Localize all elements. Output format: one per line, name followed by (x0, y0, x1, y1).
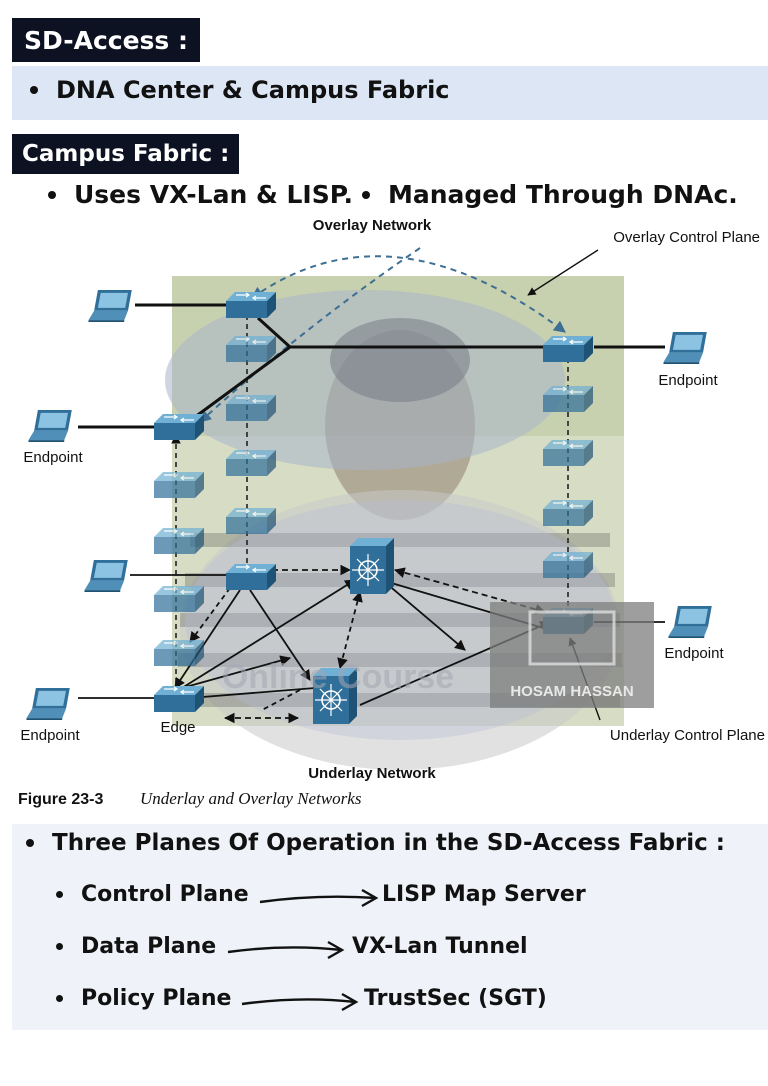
switch-icon (226, 292, 276, 318)
bullet-dot (30, 86, 38, 94)
switch-icon (154, 640, 204, 666)
switch-icon (154, 472, 204, 498)
arrow-icon (241, 992, 359, 1012)
bullet-dot (56, 891, 63, 898)
plane-target-data: VX-Lan Tunnel (352, 934, 528, 959)
planes-title-text: Three Planes Of Operation in the SD-Acce… (52, 830, 725, 856)
label-underlay-network: Underlay Network (308, 765, 436, 782)
header-bullet: DNA Center & Campus Fabric (30, 76, 450, 104)
switch-icon (226, 395, 276, 421)
laptop-icon (84, 560, 128, 592)
watermark-logo: HOSAM HASSAN (490, 602, 654, 708)
switch-icon (226, 450, 276, 476)
bullet-dot (362, 190, 370, 199)
bullet-dot (26, 839, 34, 847)
laptop-icon (663, 332, 707, 364)
plane-target-policy: TrustSec (SGT) (364, 986, 547, 1011)
switch-icon (226, 564, 276, 590)
plane-target-control: LISP Map Server (382, 882, 586, 907)
plane-row-policy: Policy Plane (56, 986, 231, 1011)
overlay-links (78, 303, 665, 429)
switch-icon (543, 336, 593, 362)
switch-icon (543, 386, 593, 412)
label-endpoint: Endpoint (664, 645, 724, 662)
label-endpoint: Endpoint (23, 449, 83, 466)
arrow-icon (259, 888, 379, 908)
plane-row-data: Data Plane (56, 934, 216, 959)
bullet-dot (56, 943, 63, 950)
bullet-dot (56, 995, 63, 1002)
label-endpoint: Endpoint (658, 372, 718, 389)
arrow-icon (227, 940, 345, 960)
watermark-brand: HOSAM HASSAN (510, 683, 633, 700)
header-band (12, 66, 768, 120)
label-underlay-control-plane: Underlay Control Plane (610, 727, 765, 744)
plane-name: Policy Plane (81, 986, 232, 1011)
bullet-text: DNA Center & Campus Fabric (56, 76, 450, 104)
plane-name: Data Plane (81, 934, 217, 959)
label-overlay-network: Overlay Network (313, 217, 432, 234)
bullet-dot (48, 190, 56, 199)
section-title-sd-access: SD-Access : (12, 18, 201, 62)
switch-icon (226, 336, 276, 362)
laptop-icon (28, 410, 72, 442)
switch-icon (543, 552, 593, 578)
overlay-tunnels (199, 247, 566, 423)
figure-number: Figure 23-3 (18, 791, 103, 808)
switch-icon (154, 528, 204, 554)
overlay-ellipse (165, 290, 565, 470)
bullet-text: Uses VX-Lan & LISP. (74, 180, 353, 209)
label-edge: Edge (160, 719, 195, 736)
bullet-text: Managed Through DNAc. (388, 180, 738, 209)
switch-icon (543, 500, 593, 526)
plane-row-control: Control Plane (56, 882, 249, 907)
section-title-campus-fabric: Campus Fabric : (12, 134, 240, 174)
planes-title: Three Planes Of Operation in the SD-Acce… (26, 830, 725, 856)
figure-caption: Underlay and Overlay Networks (140, 789, 362, 808)
core-switch-icon (350, 538, 394, 594)
watermark-text: Online Course (222, 658, 454, 696)
laptop-icon (88, 290, 132, 322)
edge-switch-icon (154, 686, 204, 712)
network-diagram: HOSAM HASSAN Online Course Overlay Netwo… (18, 217, 765, 808)
switch-icon (154, 586, 204, 612)
label-overlay-control-plane: Overlay Control Plane (613, 229, 760, 246)
label-endpoint: Endpoint (20, 727, 80, 744)
planes-panel (12, 824, 768, 1030)
switch-icon (154, 414, 204, 440)
switch-icon (226, 508, 276, 534)
plane-name: Control Plane (81, 882, 249, 907)
campus-bullet-2: Managed Through DNAc. (362, 180, 738, 209)
laptop-icon (26, 688, 70, 720)
campus-bullet-1: Uses VX-Lan & LISP. (48, 180, 353, 209)
switch-icon (543, 440, 593, 466)
laptop-icon (668, 606, 712, 638)
